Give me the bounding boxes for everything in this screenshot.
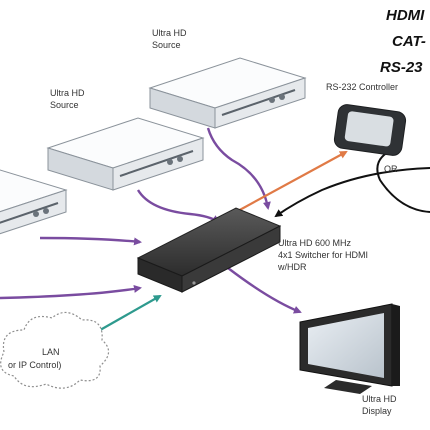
label-source-mid-1: Ultra HD <box>50 88 85 98</box>
label-source-top-1: Ultra HD <box>152 28 187 38</box>
label-display-1: Ultra HD <box>362 394 397 404</box>
ultra-hd-display <box>299 303 400 394</box>
ultra-hd-source-mid <box>46 117 205 191</box>
legend-hdmi: HDMI <box>386 7 425 24</box>
label-switcher-2: 4x1 Switcher for HDMI <box>278 250 368 260</box>
control-cable-lower <box>274 167 430 218</box>
label-or: OR <box>384 164 398 174</box>
ultra-hd-source-top <box>148 57 307 129</box>
legend-rs232: RS-23 <box>380 59 423 76</box>
label-source-top-2: Source <box>152 40 181 50</box>
label-switcher-1: Ultra HD 600 MHz <box>278 238 352 248</box>
hdmi-cable-offscreen <box>0 284 142 300</box>
label-lan-1: LAN <box>42 347 60 357</box>
hdmi-switcher <box>136 207 282 293</box>
hdmi-cable-source-mid <box>136 189 220 224</box>
label-switcher-3: w/HDR <box>277 262 307 272</box>
rs232-controller-device <box>333 104 407 156</box>
legend-cat: CAT- <box>392 33 426 50</box>
label-controller: RS-232 Controller <box>326 82 398 92</box>
ultra-hd-source-left <box>0 169 68 235</box>
label-display-2: Display <box>362 406 392 416</box>
hdmi-cable-to-display <box>227 267 302 314</box>
rs232-cable <box>230 151 348 215</box>
hdmi-cable-source-top <box>206 127 271 210</box>
lan-cloud <box>0 311 110 389</box>
label-lan-2: or IP Control) <box>8 360 61 370</box>
control-cable-upper <box>376 151 430 213</box>
hdmi-cable-source-left <box>39 236 142 246</box>
label-source-mid-2: Source <box>50 100 79 110</box>
